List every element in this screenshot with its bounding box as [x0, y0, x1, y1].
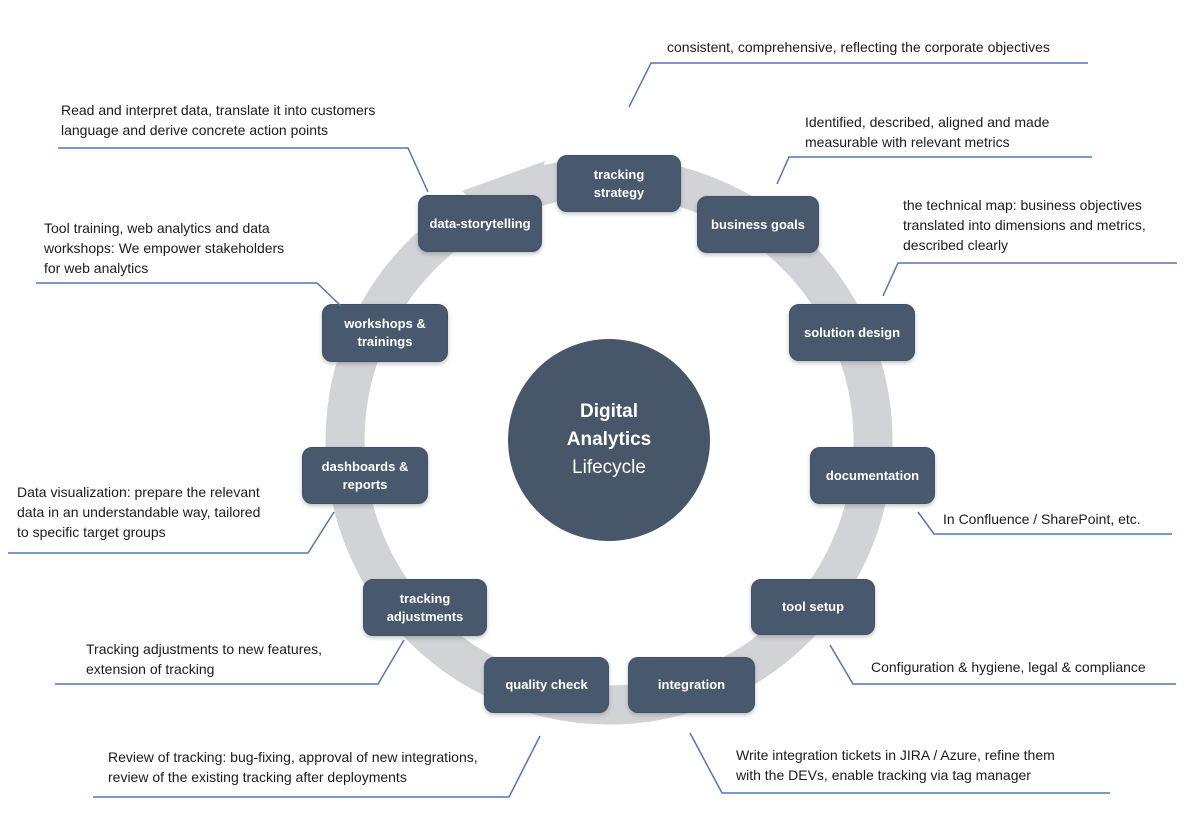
node-tracking-strategy: tracking strategy — [557, 155, 681, 212]
center-title-line3: Lifecycle — [572, 457, 646, 478]
node-dashboards-reports: dashboards & reports — [302, 447, 428, 504]
annotation-solution-design: the technical map: business objectives t… — [903, 197, 1146, 253]
node-quality-check: quality check — [484, 657, 609, 713]
node-workshops-trainings: workshops & trainings — [322, 304, 448, 362]
center-title-line1: Digital — [579, 401, 639, 422]
annotation-dashboards-reports: Data visualization: prepare the relevant… — [17, 484, 261, 540]
node-tool-setup: tool setup — [751, 579, 875, 635]
annotation-tracking-adjustments: Tracking adjustments to new features, ex… — [86, 641, 323, 677]
node-documentation: documentation — [810, 447, 935, 504]
annotation-tool-setup: Configuration & hygiene, legal & complia… — [871, 659, 1146, 675]
node-data-storytelling: data-storytelling — [418, 195, 542, 252]
center-circle: Digital Analytics Lifecycle — [508, 339, 710, 541]
node-solution-design: solution design — [789, 304, 915, 361]
node-integration: integration — [628, 657, 755, 713]
center-title-line2: Analytics — [566, 429, 652, 450]
annotation-workshops-trainings: Tool training, web analytics and data wo… — [44, 220, 285, 276]
annotation-tracking-strategy: consistent, comprehensive, reflecting th… — [667, 39, 1050, 55]
annotation-business-goals: Identified, described, aligned and made … — [805, 114, 1050, 150]
annotation-documentation: In Confluence / SharePoint, etc. — [943, 511, 1141, 527]
annotation-integration: Write integration tickets in JIRA / Azur… — [736, 747, 1055, 783]
node-business-goals: business goals — [697, 196, 819, 253]
annotation-data-storytelling: Read and interpret data, translate it in… — [61, 102, 376, 138]
annotation-quality-check: Review of tracking: bug-fixing, approval… — [108, 749, 478, 785]
node-tracking-adjustments: tracking adjustments — [363, 579, 487, 636]
